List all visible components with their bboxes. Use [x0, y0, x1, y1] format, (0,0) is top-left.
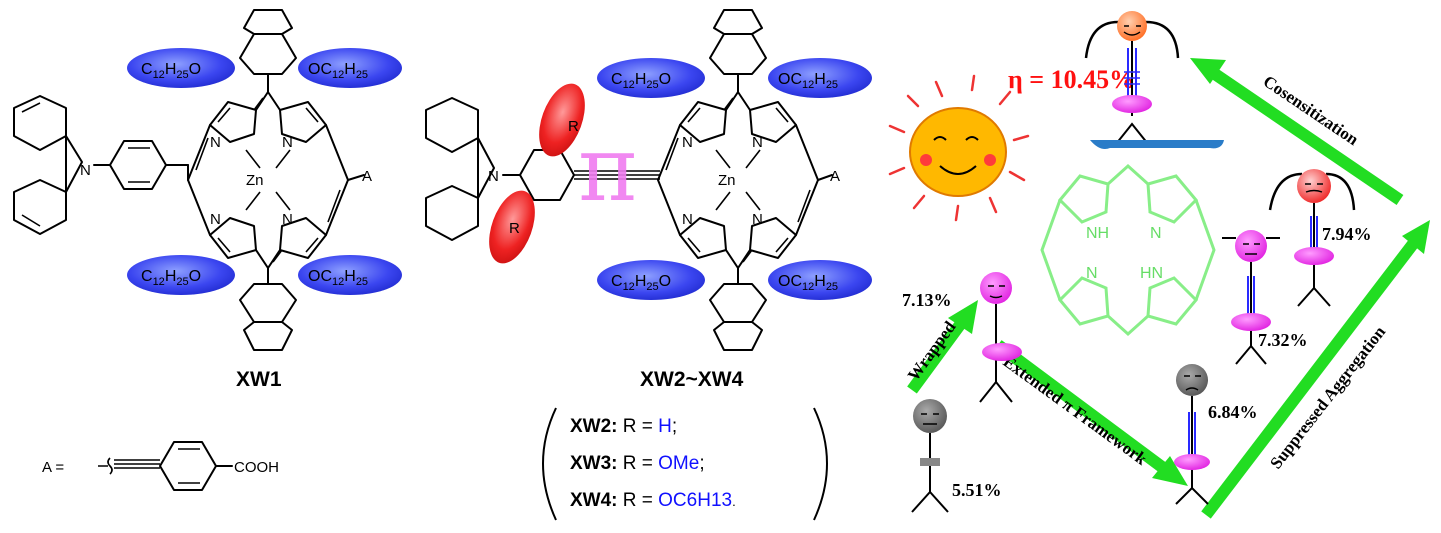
xw2-4-label: XW2~XW4: [640, 368, 744, 391]
alkoxy-xw1-top-right: OC12H25: [298, 48, 402, 88]
n-atom-xw2-2: N: [752, 134, 763, 151]
anchor-definition: A = COOH: [42, 441, 279, 491]
figure-cosensitized: [1084, 11, 1224, 149]
carbazole-xw2: [425, 97, 495, 241]
porphyrin-outline: [1040, 163, 1216, 337]
figure-7-13: [979, 272, 1022, 403]
porph-n2: N: [1086, 265, 1098, 282]
carbazole-n-xw1: N: [80, 162, 91, 179]
alkoxy-xw2-top-right: OC12H25: [768, 58, 872, 98]
green-arrows: [907, 58, 1430, 519]
r-def-xw3: XW3: R = OMe;: [570, 453, 705, 474]
molecule-xw1: N Zn N N N N A C12H25O OC12H: [13, 9, 402, 391]
r-definitions: XW2: R = H; XW3: R = OMe; XW4: R = OC6H1…: [542, 407, 828, 521]
molecule-xw2-4: N R R π Zn N N N N A C12H25O: [425, 9, 872, 391]
porphyrin-core-xw1: [187, 91, 349, 269]
r-group-bottom: R: [509, 220, 520, 237]
figure-5-51: [911, 399, 949, 513]
n-atom-xw2-1: N: [682, 134, 693, 151]
eff-5-51: 5.51%: [952, 480, 1002, 500]
svg-text:COOH: COOH: [234, 459, 279, 476]
eff-7-94: 7.94%: [1322, 224, 1372, 244]
n-atom-xw1-4: N: [282, 211, 293, 228]
phenyl-xw2: [519, 149, 575, 201]
eff-7-32: 7.32%: [1258, 330, 1308, 350]
zn-atom-xw1: Zn: [246, 172, 264, 189]
n-atom-xw1-2: N: [282, 134, 293, 151]
alkoxy-xw2-bottom-right: OC12H25: [768, 260, 872, 300]
porph-nh: NH: [1086, 225, 1109, 242]
r-def-xw2: XW2: R = H;: [570, 416, 677, 437]
anchor-a-xw2: A: [830, 168, 840, 185]
figure-7-94: [1268, 169, 1356, 307]
figure-7-32: [1222, 230, 1280, 365]
svg-text:A =: A =: [42, 459, 64, 476]
bottom-aryl-xw1: [239, 283, 297, 323]
r-def-xw4: XW4: R = OC6H13.: [570, 490, 736, 511]
n-atom-xw2-3: N: [682, 211, 693, 228]
pi-symbol: π: [578, 117, 637, 222]
carbazole-n-xw2: N: [488, 168, 499, 185]
xw1-label: XW1: [236, 368, 282, 391]
n-atom-xw1-3: N: [210, 211, 221, 228]
carbazole-xw1: [13, 95, 83, 235]
porphyrin-core-xw2: [657, 91, 819, 269]
top-aryl-xw1: [239, 33, 297, 75]
alkoxy-xw1-bottom-left: C12H25O: [127, 255, 235, 295]
figure-6-84: [1174, 364, 1210, 505]
n-atom-xw2-4: N: [752, 211, 763, 228]
r-ellipse-bottom: [489, 190, 535, 264]
alkoxy-xw2-bottom-left: C12H25O: [597, 260, 705, 300]
r-ellipse-top: [539, 83, 585, 157]
r-group-top: R: [568, 118, 579, 135]
efficiency-eta: η = 10.45%: [1008, 65, 1135, 94]
svg-text:OC12H25: OC12H25: [778, 273, 838, 293]
alkoxy-xw1-bottom-right: OC12H25: [298, 255, 402, 295]
svg-text:OC12H25: OC12H25: [308, 268, 368, 288]
sun-icon: [888, 74, 1030, 222]
svg-text:OC12H25: OC12H25: [778, 71, 838, 91]
label-wrapped: Wrapped: [904, 317, 960, 384]
zn-atom-xw2: Zn: [718, 172, 736, 189]
porph-n1: N: [1150, 225, 1162, 242]
anchor-a-xw1: A: [362, 168, 372, 185]
n-atom-xw1-1: N: [210, 134, 221, 151]
alkoxy-xw2-top-left: C12H25O: [597, 58, 705, 98]
porph-hn: HN: [1140, 265, 1163, 282]
eff-6-84: 6.84%: [1208, 402, 1258, 422]
label-extended: Extended π Framework: [1000, 352, 1151, 469]
eff-7-13: 7.13%: [902, 290, 952, 310]
svg-text:OC12H25: OC12H25: [308, 61, 368, 81]
alkoxy-xw1-top-left: C12H25O: [127, 48, 235, 88]
